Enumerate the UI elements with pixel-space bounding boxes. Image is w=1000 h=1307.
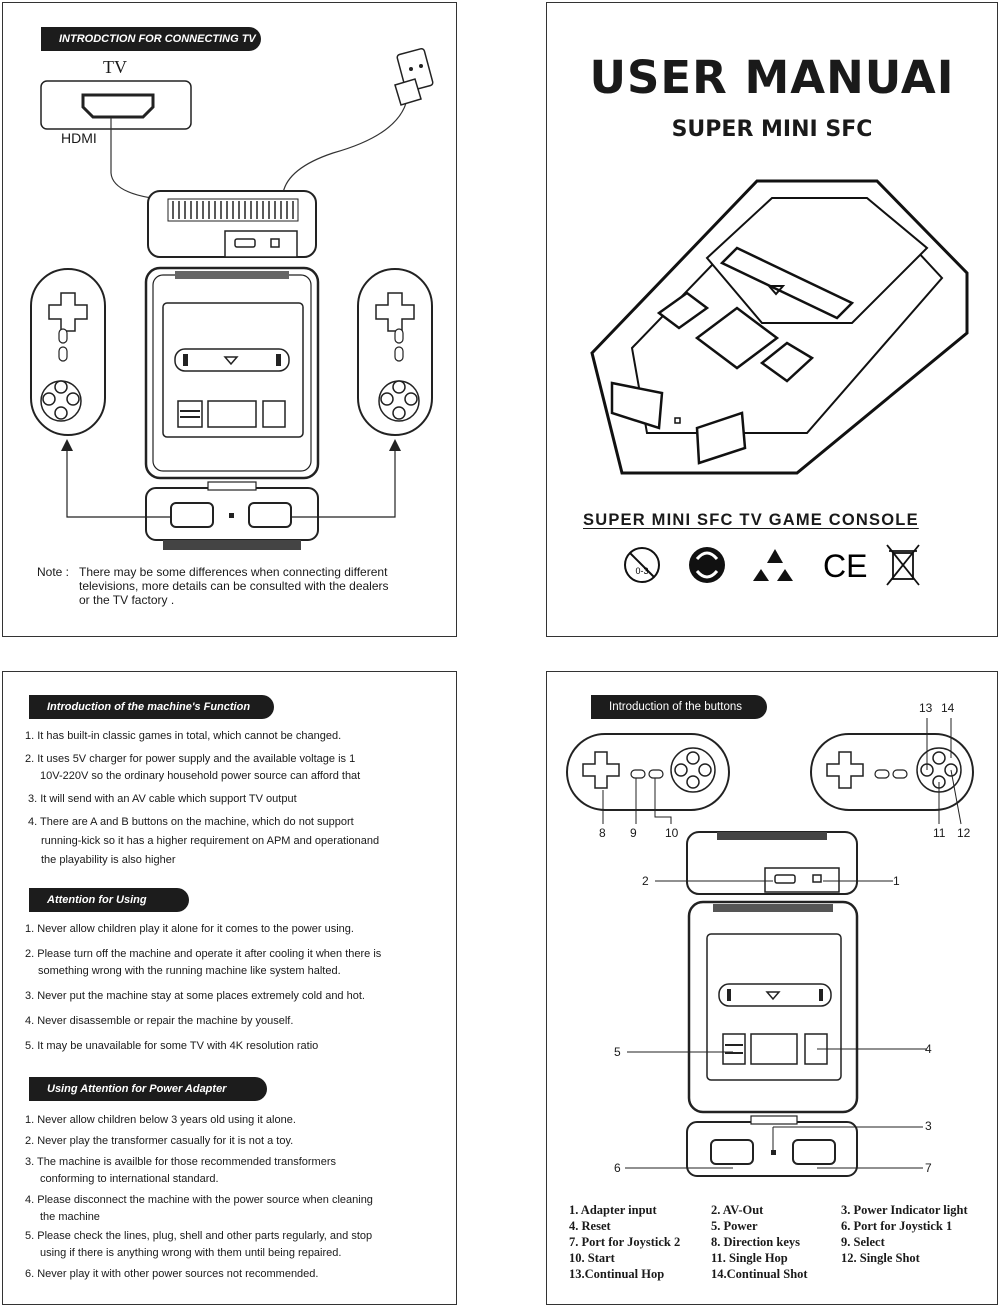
note-line: televisions, more details can be consult… (79, 579, 389, 593)
attention-item: 2. Please turn off the machine and opera… (25, 948, 382, 960)
adapter-item: 6. Never play it with other power source… (25, 1268, 319, 1280)
ce-mark-icon: CE (823, 548, 867, 584)
callout-10: 10 (665, 826, 679, 840)
legend-item: 5. Power (711, 1219, 758, 1233)
legend-item: 1. Adapter input (569, 1203, 657, 1217)
console-top-view (144, 266, 320, 480)
right-controller-diagram (810, 733, 974, 811)
callout-1: 1 (893, 874, 900, 888)
left-controller-diagram (566, 733, 730, 811)
weee-bin-icon (886, 544, 920, 586)
console-front-diagram (625, 1115, 923, 1177)
callout-11: 11 (933, 826, 946, 840)
legend-item: 2. AV-Out (711, 1203, 764, 1217)
certification-icons: 0-3 CE (624, 544, 920, 586)
console-isometric-illustration (590, 179, 969, 475)
legend-item: 11. Single Hop (711, 1251, 788, 1265)
adapter-banner: Using Attention for Power Adapter (29, 1077, 267, 1101)
legend-item: 7. Port for Joystick 2 (569, 1235, 681, 1249)
adapter-item-cont: the machine (40, 1211, 100, 1223)
manual-title: USER MANUAI (589, 51, 955, 104)
adapter-item: 5. Please check the lines, plug, shell a… (25, 1230, 373, 1242)
function-item: 4. There are A and B buttons on the mach… (28, 816, 354, 828)
attention-item: 1. Never allow children play it alone fo… (25, 923, 354, 935)
wall-plug-icon (394, 47, 434, 106)
legend-item: 4. Reset (569, 1219, 611, 1233)
console-top-diagram (627, 900, 927, 1114)
legend-col-2: 2. AV-Out 5. Power 8. Direction keys 11.… (711, 1202, 808, 1282)
callout-6: 6 (614, 1161, 621, 1175)
callout-5: 5 (614, 1045, 621, 1059)
manual-subtitle: SUPER MINI SFC (671, 117, 873, 142)
adapter-item: 1. Never allow children below 3 years ol… (25, 1114, 296, 1126)
callout-7: 7 (925, 1161, 932, 1175)
connect-tv-banner: INTRODCTION FOR CONNECTING TV (41, 27, 261, 51)
connection-diagram (30, 47, 434, 550)
function-item-cont: running-kick so it has a higher requirem… (41, 835, 380, 847)
legend-item: 6. Port for Joystick 1 (841, 1219, 953, 1233)
age-label: 0-3 (635, 566, 648, 576)
buttons-diagram (566, 718, 974, 1177)
green-dot-icon (689, 547, 725, 583)
adapter-item-cont: conforming to international standard. (40, 1173, 219, 1185)
legend-col-1: 1. Adapter input 4. Reset 7. Port for Jo… (569, 1202, 680, 1282)
function-banner: Introduction of the machine's Function (29, 695, 274, 719)
function-item-cont: 10V-220V so the ordinary household power… (40, 770, 361, 782)
hdmi-label: HDMI (61, 130, 97, 146)
cover-panel: USER MANUAI SUPER MINI SFC SUPER MINI SF… (546, 2, 998, 637)
attention-item: 4. Never disassemble or repair the machi… (25, 1015, 294, 1027)
callout-13: 13 (919, 701, 933, 715)
adapter-item: 3. The machine is availble for those rec… (25, 1156, 336, 1168)
cover-tagline: SUPER MINI SFC TV GAME CONSOLE (583, 511, 919, 529)
legend-item: 10. Start (569, 1251, 615, 1265)
adapter-item: 4. Please disconnect the machine with th… (25, 1194, 373, 1206)
note-line: There may be some differences when conne… (79, 565, 388, 579)
console-back-view (147, 190, 317, 258)
attention-item-cont: something wrong with the running machine… (38, 965, 341, 977)
legend-item: 3. Power Indicator light (841, 1203, 968, 1217)
function-item-cont: the playability is also higher (41, 854, 176, 866)
function-item: 3. It will send with an AV cable which s… (28, 793, 297, 805)
legend-item: 9. Select (841, 1235, 885, 1249)
attention-item: 5. It may be unavailable for some TV wit… (25, 1040, 319, 1052)
buttons-banner: Introduction of the buttons (591, 695, 767, 719)
callout-9: 9 (630, 826, 637, 840)
attention-list: 1. Never allow children play it alone fo… (25, 921, 450, 1055)
buttons-panel: Introduction of the buttons (546, 671, 998, 1305)
legend-item: 8. Direction keys (711, 1235, 800, 1249)
note-line: or the TV factory . (79, 593, 175, 607)
legend-item: 13.Continual Hop (569, 1267, 665, 1281)
age-warning-icon: 0-3 (624, 547, 660, 583)
callout-12: 12 (957, 826, 971, 840)
adapter-item: 2. Never play the transformer casually f… (25, 1135, 294, 1147)
callout-2: 2 (642, 874, 649, 888)
function-item: 2. It uses 5V charger for power supply a… (25, 753, 356, 765)
tv-label: TV (103, 57, 127, 77)
right-controller (357, 268, 433, 436)
callout-8: 8 (599, 826, 606, 840)
left-controller (30, 268, 106, 436)
adapter-list: 1. Never allow children below 3 years ol… (25, 1112, 450, 1283)
hdmi-port-icon (81, 93, 155, 119)
recycle-icon (753, 549, 793, 581)
function-item: 1. It has built-in classic games in tota… (25, 730, 342, 742)
function-list: 1. It has built-in classic games in tota… (25, 728, 445, 869)
attention-banner: Attention for Using (29, 888, 189, 912)
attention-item: 3. Never put the machine stay at some pl… (25, 990, 365, 1002)
console-back-diagram (655, 831, 893, 895)
legend-item: 12. Single Shot (841, 1251, 920, 1265)
note-text: There may be some differences when conne… (79, 565, 449, 607)
console-front-view (145, 481, 319, 550)
note-prefix: Note : (37, 565, 70, 579)
function-attention-panel: Introduction of the machine's Function 1… (2, 671, 457, 1305)
callout-4: 4 (925, 1042, 932, 1056)
adapter-item-cont: using if there is anything wrong with th… (40, 1247, 342, 1259)
callout-14: 14 (941, 701, 955, 715)
legend-item: 14.Continual Shot (711, 1267, 808, 1281)
legend-col-3: 3. Power Indicator light 6. Port for Joy… (841, 1202, 968, 1266)
callout-3: 3 (925, 1119, 932, 1133)
connect-tv-panel: INTRODCTION FOR CONNECTING TV (2, 2, 457, 637)
